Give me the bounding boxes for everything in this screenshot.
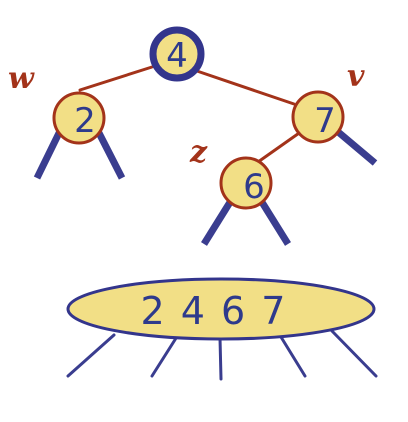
leg-2-left xyxy=(33,129,64,180)
var-w-label: w xyxy=(8,61,35,96)
leg-6-left xyxy=(201,197,235,246)
four-node-leg-4 xyxy=(279,335,307,378)
edge-4-7 xyxy=(192,68,296,106)
tree-node-4: 4 xyxy=(149,26,205,82)
node-4-label: 4 xyxy=(166,36,188,76)
node-6-label: 6 xyxy=(243,167,265,207)
node-7-label: 7 xyxy=(314,101,336,141)
node-2-label: 2 xyxy=(74,101,96,141)
var-v-label: v xyxy=(347,59,365,94)
four-node-leg-2 xyxy=(150,333,180,378)
tree-node-7: 7 xyxy=(291,90,345,144)
edge-7-6 xyxy=(256,129,304,164)
leg-6-right xyxy=(257,197,291,246)
tree-legs xyxy=(33,128,378,246)
four-node: 2 4 6 7 xyxy=(66,277,376,341)
four-node-leg-3 xyxy=(218,336,223,381)
edge-4-2 xyxy=(78,65,154,92)
four-node-leg-5 xyxy=(330,329,378,378)
leg-7-right xyxy=(334,128,378,166)
four-node-legs xyxy=(66,329,378,381)
tree-node-6: 6 xyxy=(219,156,273,210)
leg-2-right xyxy=(94,129,126,180)
tree-edges xyxy=(78,65,304,164)
four-node-leg-1 xyxy=(66,333,116,378)
tree-node-2: 2 xyxy=(52,91,106,145)
four-node-keys: 2 4 6 7 xyxy=(141,289,288,333)
var-z-label: z xyxy=(189,135,208,170)
